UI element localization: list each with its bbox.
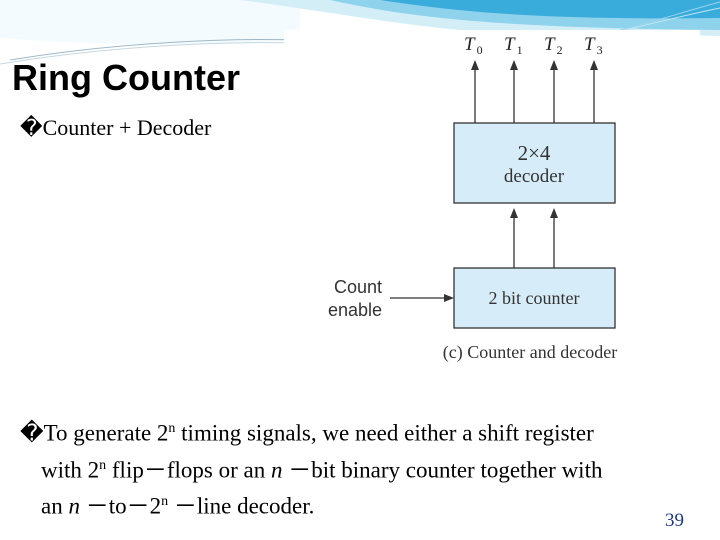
- output-t1-arrow-icon: [510, 60, 518, 70]
- counter-to-decoder-arrow-left-icon: [510, 208, 518, 218]
- header-swoosh-decoration: [0, 0, 720, 65]
- counter-box: [453, 267, 616, 329]
- bullet-marker-icon: �: [20, 420, 44, 446]
- bullet-counter-decoder: �Counter + Decoder: [20, 115, 211, 141]
- slide-title: Ring Counter: [12, 57, 240, 98]
- counter-label: 2 bit counter: [489, 288, 580, 308]
- bullet-timing-signals: �To generate 2n timing signals, we need …: [20, 413, 700, 523]
- page-number: 39: [665, 510, 684, 531]
- bullet-line-3: an n －to－2n －line decoder.: [41, 493, 315, 519]
- count-enable-label-line2: enable: [328, 300, 382, 320]
- bullet-text: Counter + Decoder: [42, 115, 212, 140]
- bullet-marker-icon: �: [20, 115, 43, 140]
- count-enable-arrow-icon: [444, 294, 454, 302]
- output-t2-arrow-icon: [550, 60, 558, 70]
- count-enable-label-line1: Count: [334, 277, 382, 297]
- output-t0-arrow-icon: [471, 60, 479, 70]
- decoder-label: decoder: [504, 166, 565, 187]
- decoder-size-label: 2×4: [518, 141, 551, 165]
- counter-to-decoder-arrow-right-icon: [550, 208, 558, 218]
- bullet-line-2: with 2n flip－flops or an n －bit binary c…: [41, 457, 603, 483]
- decoder-box: [453, 122, 616, 204]
- output-t3-arrow-icon: [590, 60, 598, 70]
- figure-caption: (c) Counter and decoder: [443, 342, 617, 363]
